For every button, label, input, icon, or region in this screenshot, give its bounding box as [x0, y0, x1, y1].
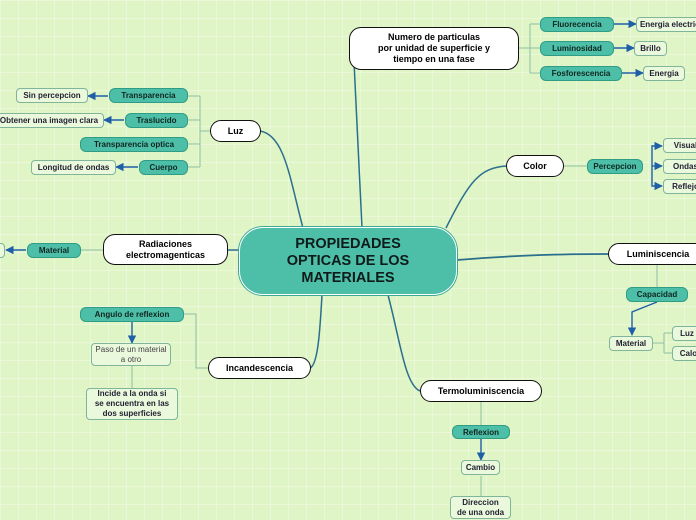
leaf-luz[interactable]: Luz — [672, 326, 696, 341]
leaf-reflejo[interactable]: Reflejo — [663, 179, 696, 194]
item-percepcion[interactable]: Percepcion — [587, 159, 643, 174]
arrow-visual — [651, 141, 663, 166]
item-angulo-reflexion[interactable]: Angulo de reflexion — [80, 307, 184, 322]
item-capacidad[interactable]: Capacidad — [626, 287, 688, 302]
leaf-paso-material[interactable]: Paso de un material a otro — [91, 343, 171, 366]
item-cuerpo[interactable]: Cuerpo — [139, 160, 188, 175]
topic-luz[interactable]: Luz — [210, 120, 261, 142]
leaf-sin-percepcion[interactable]: Sin percepcion — [16, 88, 88, 103]
item-material-luminiscencia[interactable]: Material — [609, 336, 653, 351]
central-topic[interactable]: PROPIEDADES OPTICAS DE LOS MATERIALES — [239, 227, 457, 295]
link-numero — [353, 61, 363, 229]
leaf-energia[interactable]: Energia — [643, 66, 685, 81]
leaf-brillo[interactable]: Brillo — [634, 41, 667, 56]
link-incandescencia — [309, 294, 323, 369]
topic-radiaciones[interactable]: Radiaciones electromagenticas — [103, 234, 228, 265]
item-luminosidad[interactable]: Luminosidad — [540, 41, 614, 56]
leaf-ondas[interactable]: Ondas — [663, 159, 696, 174]
topic-luminiscencia[interactable]: Luminiscencia — [608, 243, 696, 265]
leaf-energia-electrica[interactable]: Energia electrica — [636, 17, 696, 32]
leaf-obtener-imagen[interactable]: Obtener una imagen clara — [0, 113, 104, 128]
link-luminiscencia — [456, 253, 609, 261]
item-traslucido[interactable]: Traslucido — [125, 113, 188, 128]
leaf-calor[interactable]: Calor — [672, 346, 696, 361]
leaf-incide-onda[interactable]: Incide a la onda si se encuentra en las … — [86, 388, 178, 420]
leaf-radiaciones-cut — [0, 243, 5, 258]
link-luz — [259, 130, 304, 229]
item-material-radiaciones[interactable]: Material — [27, 243, 81, 258]
leaf-longitud-ondas[interactable]: Longitud de ondas — [31, 160, 116, 175]
item-transparencia[interactable]: Transparencia — [109, 88, 188, 103]
item-fosforescencia[interactable]: Fosforescencia — [540, 66, 622, 81]
item-reflexion[interactable]: Reflexion — [452, 425, 510, 439]
topic-incandescencia[interactable]: Incandescencia — [208, 357, 311, 379]
topic-termoluminiscencia[interactable]: Termoluminiscencia — [420, 380, 542, 402]
arrow-capacidad — [627, 301, 658, 336]
item-cambio[interactable]: Cambio — [461, 460, 500, 475]
link-color — [445, 165, 507, 229]
item-fluorecencia[interactable]: Fluorecencia — [540, 17, 614, 32]
item-transparencia-optica[interactable]: Transparencia optica — [80, 137, 188, 152]
link-termo — [387, 294, 421, 392]
topic-numero-particulas[interactable]: Numero de particulas por unidad de super… — [349, 27, 519, 70]
leaf-visual[interactable]: Visual — [663, 138, 696, 153]
leaf-direccion-onda[interactable]: Direccion de una onda — [450, 496, 511, 519]
topic-color[interactable]: Color — [506, 155, 564, 177]
arrow-reflejo — [651, 166, 663, 191]
